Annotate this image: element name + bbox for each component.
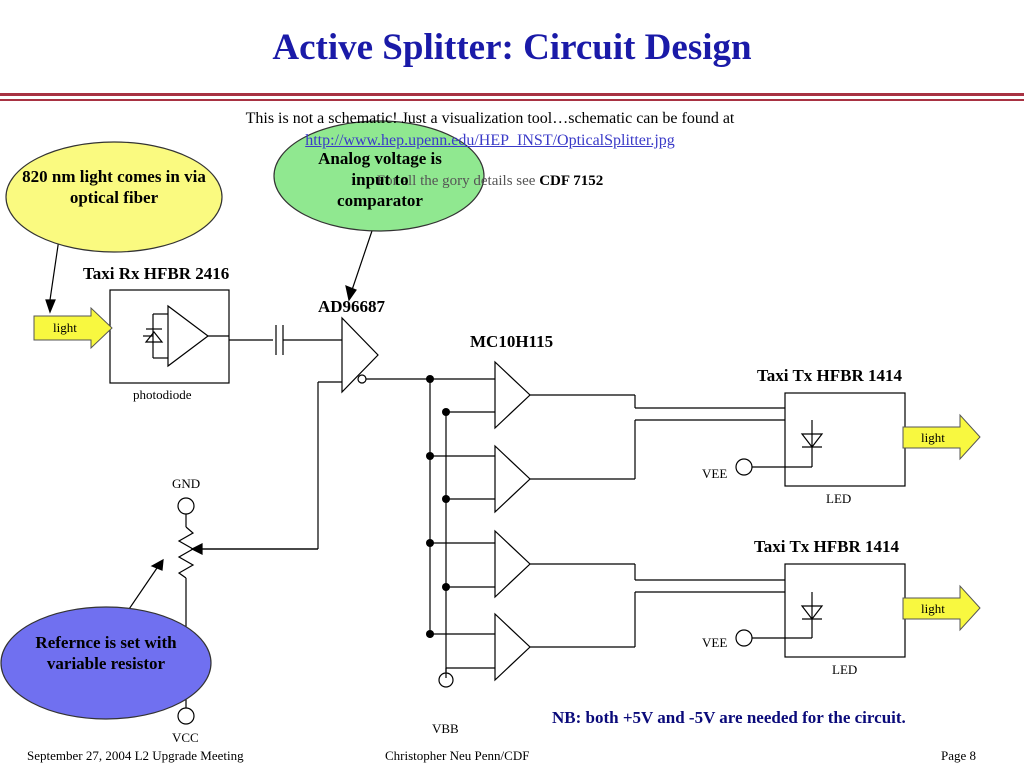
tx1-box [784, 392, 906, 487]
photodiode-label: photodiode [133, 387, 192, 402]
light-in-arrow [33, 306, 113, 350]
light-out2-label: light [921, 601, 945, 616]
led1-label: LED [826, 491, 852, 506]
footer-page: Page 8 [941, 748, 977, 763]
note-gory: For all the gory details see CDF 7152 [260, 173, 720, 190]
buffer-label: MC10H115 [470, 332, 554, 351]
vee1-label: VEE [702, 466, 728, 481]
comparator-callout-text: Analog voltage is input to comparator [318, 149, 442, 210]
note-gory-ref: CDF 7152 [539, 173, 604, 189]
gnd-label: GND [172, 476, 201, 491]
footer-left: September 27, 2004 L2 Upgrade Meeting [27, 748, 244, 763]
note-line1: This is not a schematic! Just a visualiz… [245, 110, 735, 127]
schematic-link[interactable]: http://www.hep.upenn.edu/HEP_INST/Optica… [305, 132, 675, 149]
tx1-label: Taxi Tx HFBR 1414 [757, 366, 903, 385]
vbb-label: VBB [432, 721, 459, 736]
title-rule-top [0, 93, 1024, 96]
light-out1-label: light [921, 430, 945, 445]
title-rule-bottom [0, 99, 1024, 101]
reference-callout-text: Refernce is set with variable resistor [35, 633, 177, 673]
vcc-label: VCC [172, 730, 199, 745]
light-out1-arrow [902, 413, 981, 461]
slide-title: Active Splitter: Circuit Design [272, 27, 752, 68]
comparator-label: AD96687 [318, 297, 386, 316]
note-gory-prefix: For all the gory details see [376, 173, 540, 189]
led2-label: LED [832, 662, 858, 677]
vee2-label: VEE [702, 635, 728, 650]
receiver-label: Taxi Rx HFBR 2416 [83, 264, 230, 283]
comparator-bubble [273, 120, 485, 232]
tx2-label: Taxi Tx HFBR 1414 [754, 537, 900, 556]
fiber-bubble [5, 141, 223, 253]
footer-middle: Christopher Neu Penn/CDF [385, 748, 530, 763]
fiber-callout-text: 820 nm light comes in via optical fiber [22, 167, 206, 207]
comparator-triangle [341, 316, 379, 394]
reference-bubble [0, 606, 212, 720]
nb-note: NB: both +5V and -5V are needed for the … [552, 708, 906, 727]
light-in-label: light [53, 320, 77, 335]
light-out2-arrow [902, 584, 981, 632]
tx2-box [784, 563, 906, 658]
